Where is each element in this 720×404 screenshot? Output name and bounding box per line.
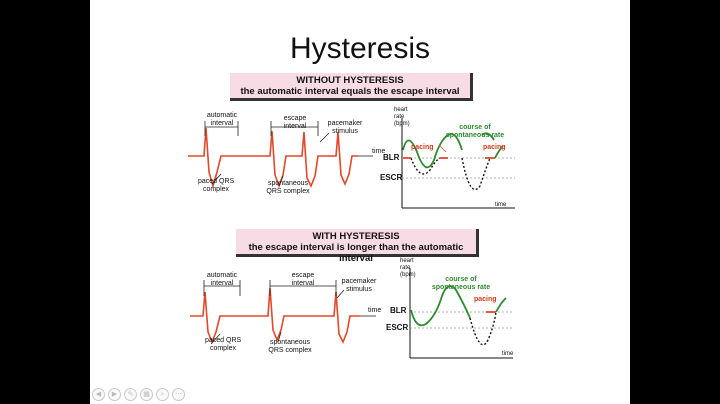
bottom-banner: WITH HYSTERESIS the escape interval is l… bbox=[236, 229, 479, 264]
bottom-spontaneous-curve-2 bbox=[495, 297, 507, 313]
slideshow-toolbar: ◀ ▶ ✎ ▦ ⌕ ⋯ bbox=[92, 388, 185, 402]
bottom-dotted bbox=[469, 311, 497, 346]
top-spontaneous-curve-2 bbox=[481, 132, 495, 141]
prev-icon[interactable]: ◀ bbox=[92, 388, 105, 401]
bottom-pacemaker-stimulus-label: pacemaker stimulus bbox=[341, 278, 377, 293]
zoom-icon[interactable]: ⌕ bbox=[156, 388, 169, 401]
bottom-automatic-interval-label: automatic interval bbox=[206, 272, 238, 287]
bottom-escr-label: ESCR bbox=[386, 323, 409, 332]
bottom-course-label: course of spontaneous rate bbox=[431, 276, 491, 291]
bottom-banner-subtitle: the escape interval is longer than the a… bbox=[248, 242, 464, 264]
pen-icon[interactable]: ✎ bbox=[124, 388, 137, 401]
top-paced-qrs-label: paced QRS complex bbox=[198, 178, 235, 193]
top-dotted-1 bbox=[410, 157, 441, 175]
top-rate-graph bbox=[401, 118, 515, 209]
top-banner-title: WITHOUT HYSTERESIS bbox=[296, 75, 404, 86]
bottom-pacing-label: pacing bbox=[474, 296, 497, 303]
next-icon[interactable]: ▶ bbox=[108, 388, 121, 401]
top-escr-label: ESCR bbox=[380, 173, 403, 182]
bottom-ecg bbox=[190, 287, 360, 345]
more-icon[interactable]: ⋯ bbox=[172, 388, 185, 401]
top-heart-rate-label: heart rate (bpm) bbox=[394, 107, 410, 127]
bottom-paced-qrs-label: paced QRS complex bbox=[205, 337, 242, 352]
top-automatic-interval-label: automatic interval bbox=[206, 112, 238, 127]
top-spontaneous-qrs-label: spontaneous QRS complex bbox=[266, 180, 310, 195]
slide: Hysteresis WITHOUT HYSTERESIS the automa… bbox=[90, 0, 630, 404]
hysteresis-diagram bbox=[188, 118, 515, 359]
top-pacemaker-stimulus-label: pacemaker stimulus bbox=[327, 120, 363, 135]
bottom-time-label: time bbox=[368, 307, 382, 314]
top-banner: WITHOUT HYSTERESIS the automatic interva… bbox=[230, 73, 473, 101]
top-pacing-label-1: pacing bbox=[411, 144, 434, 151]
bottom-banner-title: WITH HYSTERESIS bbox=[312, 231, 400, 242]
bottom-blr-label: BLR bbox=[390, 306, 407, 315]
top-spontaneous-curve-1 bbox=[402, 133, 463, 169]
bottom-escape-interval-label: escape interval bbox=[291, 272, 315, 287]
top-blr-label: BLR bbox=[383, 153, 400, 162]
top-banner-subtitle: the automatic interval equals the escape… bbox=[240, 86, 460, 97]
bottom-rate-graph bbox=[409, 268, 513, 359]
top-graph-time-label: time bbox=[495, 202, 507, 208]
top-spontaneous-curve-3 bbox=[494, 145, 504, 159]
top-pacing-label-2: pacing bbox=[483, 144, 506, 151]
top-time-label: time bbox=[372, 148, 386, 155]
top-dotted-2 bbox=[461, 157, 491, 191]
bottom-graph-time-label: time bbox=[502, 351, 514, 357]
top-pacing-pointer bbox=[438, 144, 447, 153]
top-ecg-annotations bbox=[204, 121, 373, 187]
top-ecg bbox=[188, 127, 358, 189]
bottom-ecg-annotations bbox=[203, 280, 376, 345]
bottom-spontaneous-curve bbox=[410, 285, 471, 327]
top-course-label: course of spontaneous rate bbox=[445, 124, 505, 139]
bottom-heart-rate-label: heart rate (bpm) bbox=[400, 258, 416, 278]
slides-icon[interactable]: ▦ bbox=[140, 388, 153, 401]
slide-title: Hysteresis bbox=[289, 32, 431, 65]
top-escape-interval-label: escape interval bbox=[283, 115, 307, 130]
bottom-spontaneous-qrs-label: spontaneous QRS complex bbox=[268, 339, 312, 354]
